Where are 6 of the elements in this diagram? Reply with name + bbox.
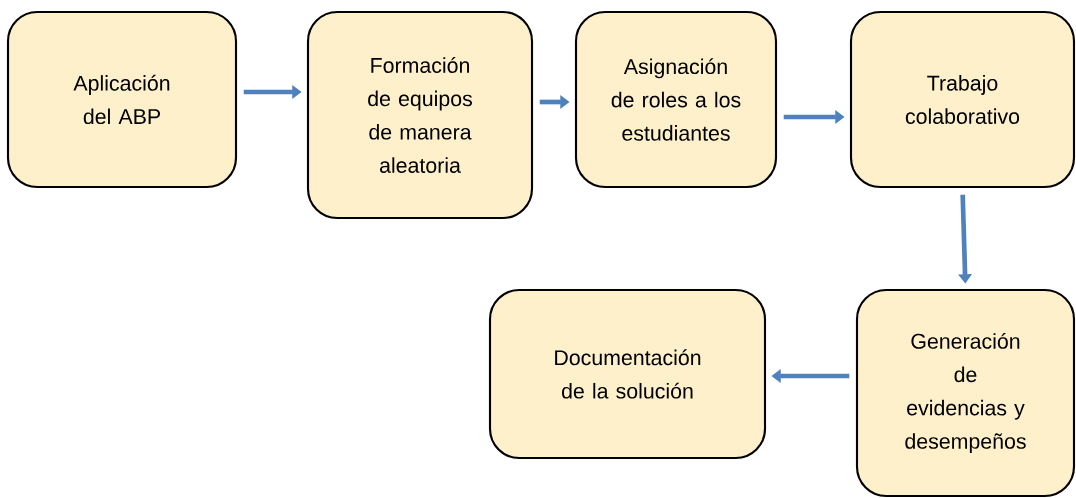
process-box: Generación de evidencias y desempeños: [855, 288, 1076, 498]
process-box: Asignación de roles a los estudiantes: [574, 10, 778, 189]
process-box: Aplicación del ABP: [6, 10, 238, 189]
process-box: Documentación de la solución: [488, 288, 767, 460]
process-box: Trabajo colaborativo: [849, 10, 1076, 189]
process-box: Formación de equipos de manera aleatoria: [306, 10, 534, 220]
